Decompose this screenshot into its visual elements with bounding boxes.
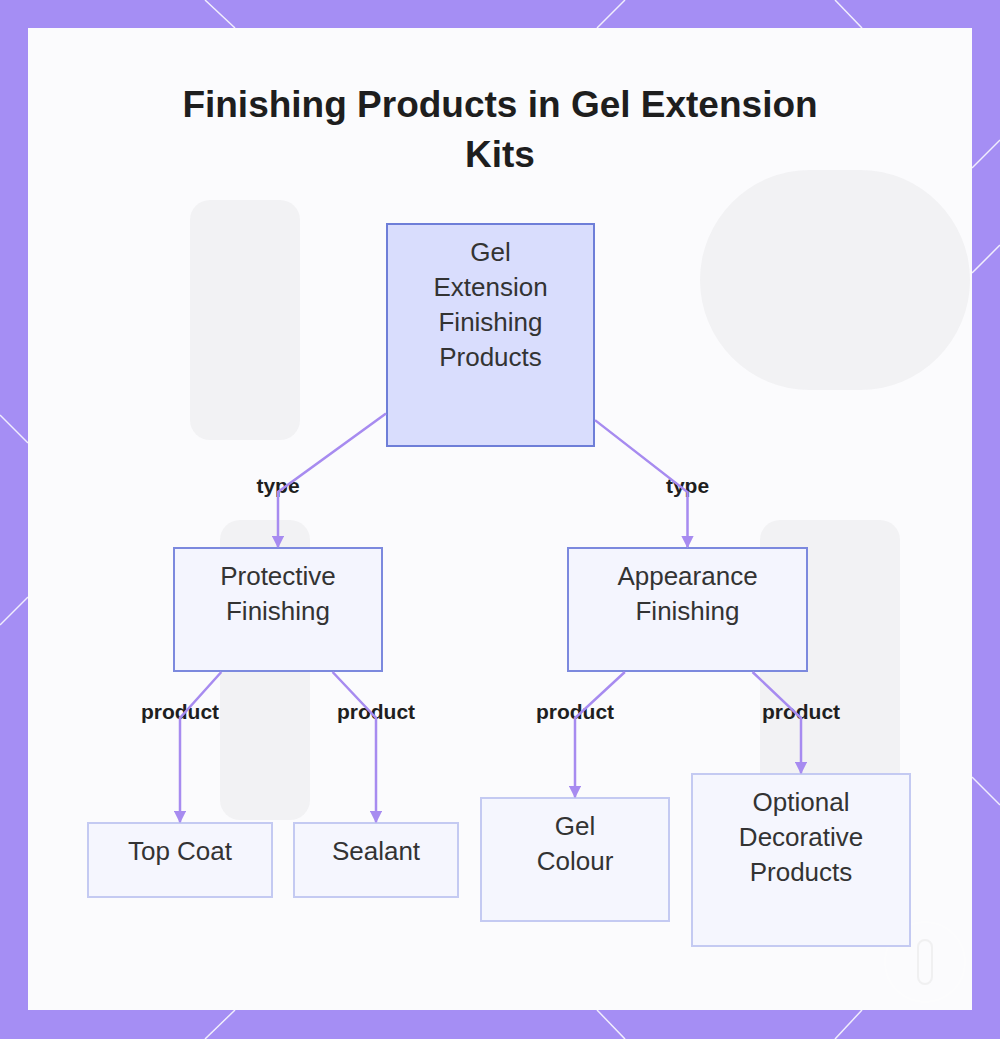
node-text: Top Coat [128,834,232,869]
edge-label: type [666,474,709,498]
root-box: Gel Extension Finishing Products [386,223,595,447]
edge-label: product [536,700,614,724]
node-text: Protective Finishing [195,559,361,629]
node-text: Optional Decorative Products [709,785,893,890]
product-box: Optional Decorative Products [691,773,911,947]
node-text: Gel Extension Finishing Products [420,235,561,375]
edge-label: product [337,700,415,724]
connector-arrow [333,672,376,822]
connector-arrow [278,413,386,547]
product-box: Gel Colour [480,797,670,922]
category-box: Protective Finishing [173,547,383,672]
product-box: Sealant [293,822,459,898]
category-box: Appearance Finishing [567,547,808,672]
node-text: Gel Colour [522,809,628,879]
node-text: Appearance Finishing [589,559,786,629]
edge-label: type [256,474,299,498]
inner-panel [28,28,972,1010]
diagram-title: Finishing Products in Gel Extension Kits [150,80,850,180]
connector-arrow [575,672,625,797]
connector-arrow [595,420,688,547]
connector-arrow [753,672,801,773]
edge-label: product [141,700,219,724]
node-text: Sealant [332,834,420,869]
connector-arrow [180,672,221,822]
product-box: Top Coat [87,822,273,898]
edge-label: product [762,700,840,724]
blurred-backdrop [190,170,970,820]
